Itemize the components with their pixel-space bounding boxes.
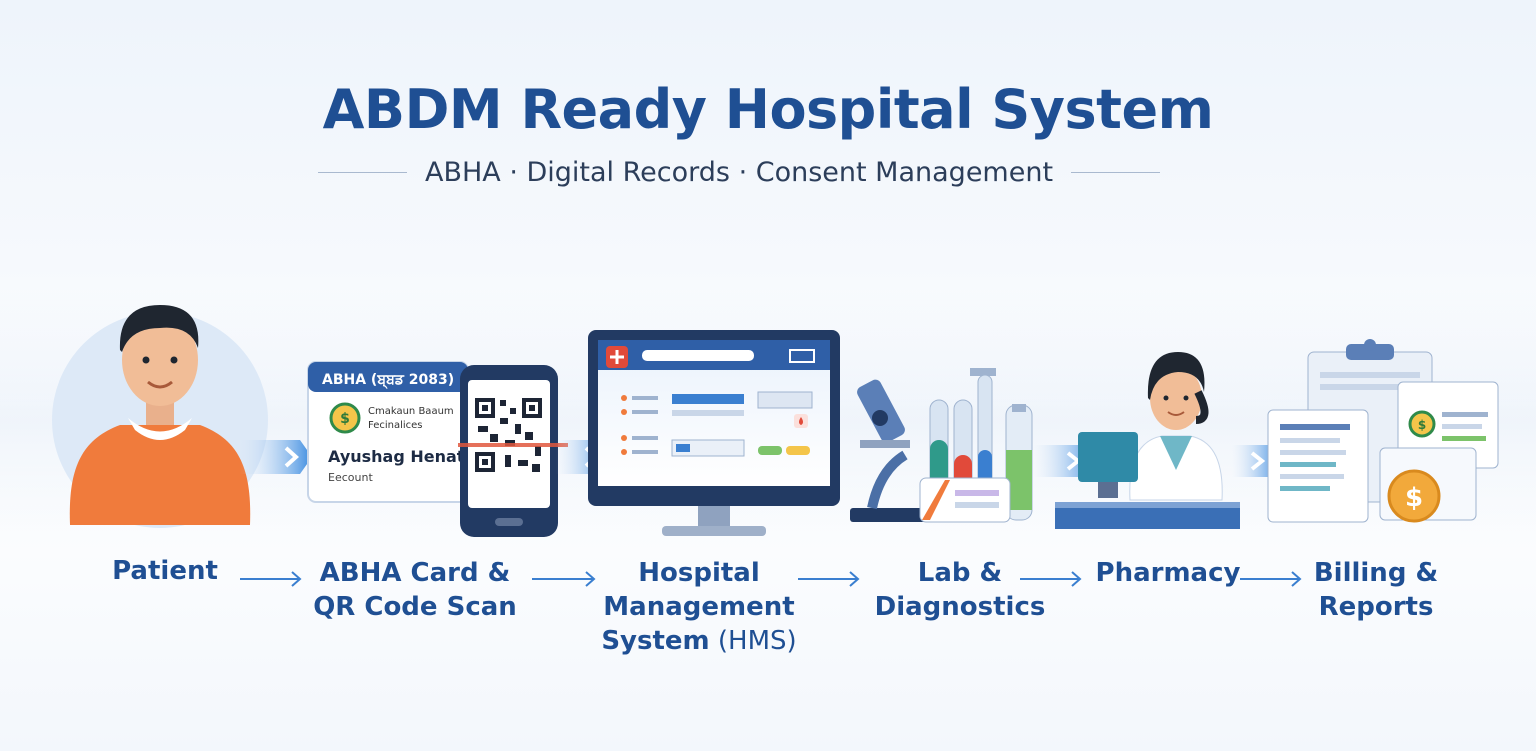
dollar-coin-icon: $ — [1387, 469, 1441, 523]
chevron-right-icon — [240, 440, 312, 474]
qr-code-icon — [458, 365, 568, 537]
step-label: QR Code Scan — [313, 592, 517, 622]
step-pharmacy: Pharmacy — [1090, 556, 1246, 590]
card-name: Ayushag Henatl — [328, 447, 470, 466]
svg-text:$: $ — [1418, 418, 1426, 432]
page-title: ABDM Ready Hospital System — [322, 78, 1214, 141]
svg-text:$: $ — [1405, 483, 1423, 513]
test-tube-icon — [919, 368, 1033, 523]
step-label: Billing & — [1313, 558, 1439, 588]
step-label: ABHA Card & — [319, 558, 511, 588]
step-label-last: System (HMS) — [596, 624, 802, 658]
subtitle: ABHA · Digital Records · Consent Managem… — [424, 156, 1054, 188]
subtitle-row: ABHA · Digital Records · Consent Managem… — [318, 152, 1161, 192]
step-label: Hospital — [638, 558, 760, 588]
step-abha-card: ABHA Card & QR Code Scan — [310, 556, 520, 624]
step-label: Reports — [1318, 592, 1434, 622]
step-label: Pharmacy — [1095, 558, 1241, 588]
step-hms: Hospital Management System (HMS) — [596, 556, 802, 658]
step-label-regular: (HMS) — [709, 626, 797, 656]
pharmacist-icon — [1055, 352, 1240, 529]
person-icon — [52, 305, 268, 528]
step-label: Patient — [112, 556, 218, 586]
subtitle-divider-right — [1071, 171, 1161, 173]
step-lab: Lab & Diagnostics — [870, 556, 1050, 624]
step-label: Diagnostics — [874, 592, 1046, 622]
step-patient: Patient — [90, 554, 240, 588]
arrow-right-icon — [798, 571, 860, 587]
step-label-bold: System — [601, 626, 710, 656]
step-label: Management — [603, 592, 795, 622]
card-sub: Eecount — [328, 471, 373, 484]
step-label: Lab & — [917, 558, 1003, 588]
abha-card-icon: ABHA (ਬ੍ਬਡ 2083) $ Cmakaun Baaum Fecinal… — [307, 361, 470, 503]
monitor-icon — [588, 330, 840, 536]
arrow-right-icon — [1020, 571, 1082, 587]
arrow-right-icon — [532, 571, 596, 587]
card-heading: ABHA (ਬ੍ਬਡ 2083) — [322, 372, 454, 389]
subtitle-divider-left — [318, 171, 407, 173]
microscope-icon — [850, 379, 930, 522]
svg-text:$: $ — [340, 411, 350, 427]
arrow-right-icon — [240, 571, 302, 587]
card-line1: Cmakaun Baaum — [368, 406, 454, 417]
clipboard-icon: $ — [1267, 339, 1499, 523]
step-billing: Billing & Reports — [1306, 556, 1446, 624]
card-line2: Fecinalices — [368, 420, 423, 431]
arrow-right-icon — [1240, 571, 1302, 587]
